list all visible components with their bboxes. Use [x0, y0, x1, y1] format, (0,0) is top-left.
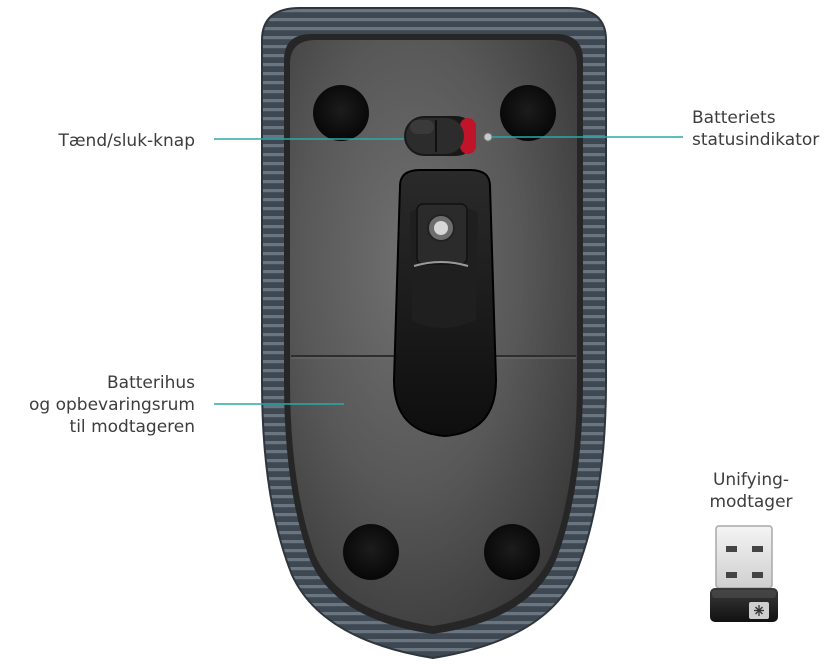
label-line: statusindikator — [692, 130, 820, 150]
label-battery-compartment: Batterihus og opbevaringsrum til modtage… — [0, 372, 195, 438]
unifying-logo-icon — [754, 605, 764, 616]
label-line: Unifying- — [712, 470, 790, 490]
mouse-foot — [500, 85, 556, 141]
battery-status-led — [483, 132, 493, 142]
label-power-switch: Tænd/sluk-knap — [0, 130, 195, 152]
label-line: modtager — [709, 492, 793, 512]
mouse-foot — [313, 85, 369, 141]
power-switch[interactable] — [404, 116, 476, 156]
label-unifying-receiver: Unifying- modtager — [692, 469, 810, 513]
label-line: til modtageren — [69, 417, 195, 437]
label-line: og opbevaringsrum — [29, 395, 195, 415]
unifying-receiver — [710, 525, 778, 622]
label-line: Batterihus — [107, 373, 195, 393]
mouse-foot — [484, 524, 540, 580]
label-line: Tænd/sluk-knap — [58, 131, 195, 151]
label-line: Batteriets — [692, 108, 776, 128]
label-battery-indicator: Batteriets statusindikator — [692, 107, 819, 151]
mouse-foot — [343, 524, 399, 580]
